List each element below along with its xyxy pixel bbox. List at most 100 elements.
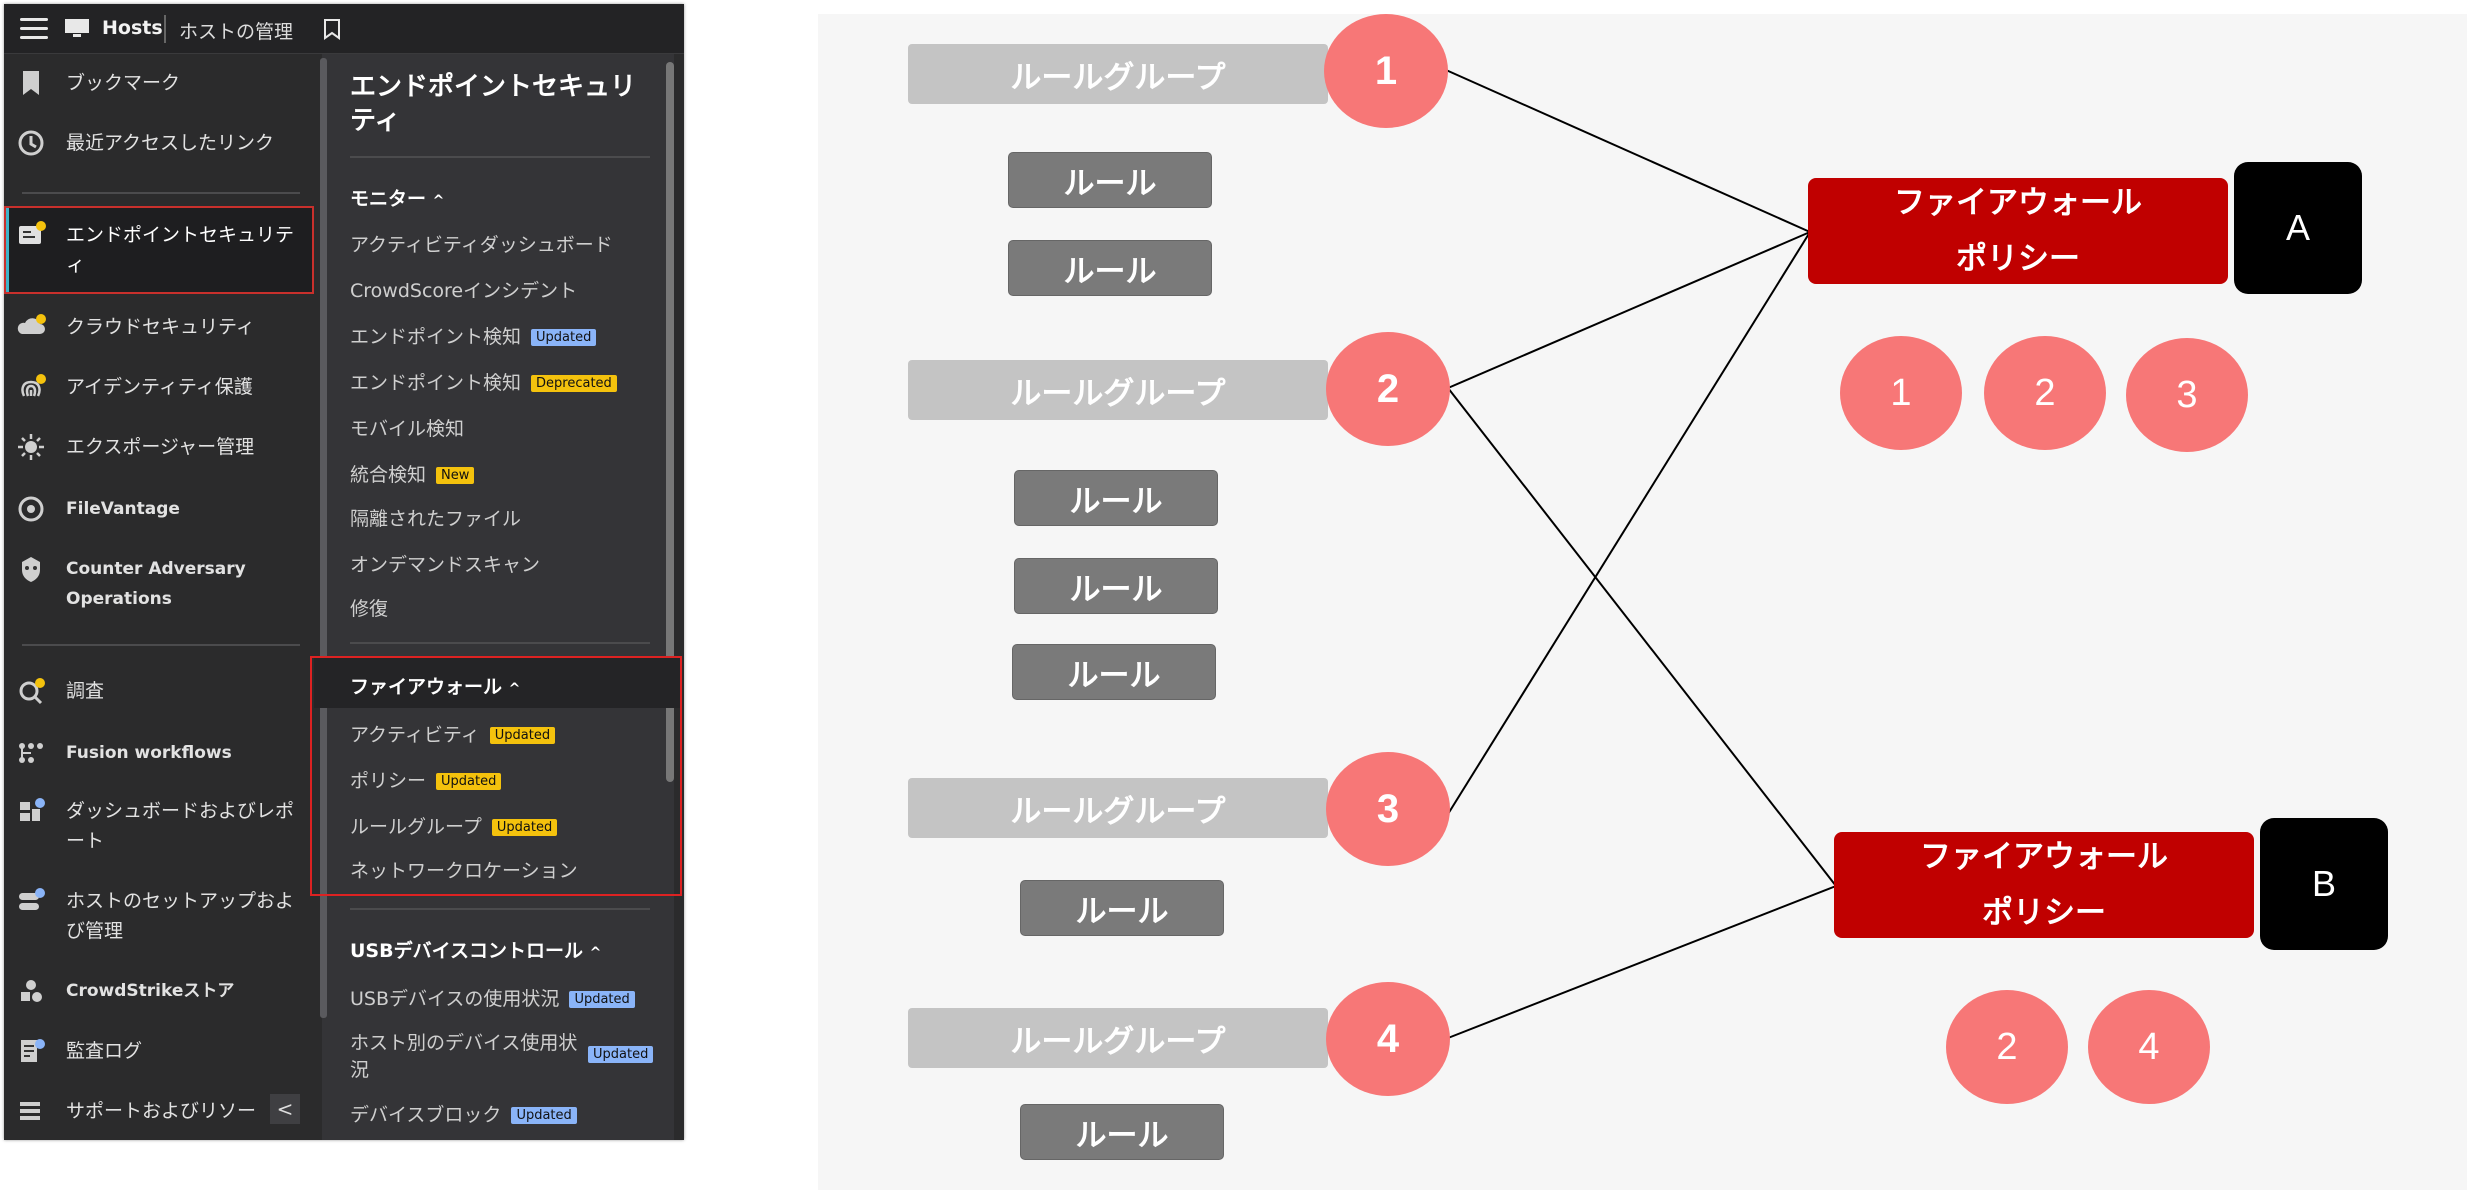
firewall-header-highlight	[314, 658, 680, 708]
nav-item-crowdstrike-store[interactable]: CrowdStrikeストア	[16, 976, 234, 1006]
search-icon	[19, 678, 45, 705]
submenu-scrollbar[interactable]	[666, 62, 674, 782]
monitor-icon	[65, 19, 89, 37]
nav-item-cloud-security[interactable]: クラウドセキュリティ	[16, 312, 255, 342]
nav-label: 最近アクセスしたリンク	[66, 132, 275, 154]
policy-line1: ファイアウォール	[1894, 185, 2142, 220]
policy-line2: ポリシー	[1956, 241, 2080, 276]
sun-icon	[18, 434, 44, 460]
firewall-header-label: ファイアウォール	[350, 676, 503, 698]
nav-label: CrowdStrikeストア	[66, 981, 235, 1001]
firewall-diagram: ルールグループ 1 ルール ルール ルールグループ 2 ルール ルール ルール …	[818, 14, 2467, 1190]
nav-item-recent-links[interactable]: 最近アクセスしたリンク	[16, 128, 274, 158]
log-icon	[21, 1039, 45, 1062]
title-separator	[164, 15, 166, 43]
menu-item-label: 修復	[350, 598, 389, 620]
updated-badge: Updated	[489, 727, 556, 744]
submenu-divider	[350, 908, 650, 910]
nav-label: FileVantage	[66, 499, 180, 519]
updated-badge: Updated	[569, 991, 635, 1008]
nav-item-investigate[interactable]: 調査	[16, 676, 104, 706]
menu-item-crowdscore[interactable]: CrowdScoreインシデント	[350, 276, 577, 303]
nav-label: サポートおよびリソー	[66, 1100, 257, 1122]
menu-item-remediation[interactable]: 修復	[350, 594, 388, 621]
toggle-icon	[19, 888, 45, 910]
nav-item-endpoint-security[interactable]: エンドポイントセキュリティ	[16, 220, 296, 280]
menu-item-activity-dashboard[interactable]: アクティビティダッシュボード	[350, 230, 613, 257]
updated-badge: Updated	[511, 1107, 577, 1124]
menu-item-firewall-activity[interactable]: アクティビティ Updated	[350, 720, 556, 747]
menu-item-on-demand-scan[interactable]: オンデマンドスキャン	[350, 550, 540, 577]
menu-item-label: ホスト別のデバイス使用状況	[350, 1032, 578, 1081]
menu-item-label: アクティビティ	[350, 724, 480, 746]
menu-item-label: デバイスブロック	[350, 1104, 502, 1126]
policy-a-group-3: 3	[2126, 338, 2248, 452]
menu-item-usage-by-host[interactable]: ホスト別のデバイス使用状況	[350, 1028, 590, 1082]
nav-label: 監査ログ	[66, 1040, 143, 1062]
menu-item-device-block[interactable]: デバイスブロック Updated	[350, 1100, 577, 1127]
usb-header[interactable]: USBデバイスコントロール ^	[350, 936, 601, 963]
nav-item-support[interactable]: サポートおよびリソー	[16, 1096, 256, 1126]
nav-label: ブックマーク	[66, 72, 181, 94]
nav-item-audit-log[interactable]: 監査ログ	[16, 1036, 142, 1066]
menu-item-label: エンドポイント検知	[350, 326, 522, 348]
nav-label: ダッシュボードおよびレポート	[66, 800, 295, 852]
nav-item-fusion-workflows[interactable]: Fusion workflows	[16, 738, 232, 768]
policy-label-b: B	[2260, 818, 2388, 950]
nav-item-dashboards[interactable]: ダッシュボードおよびレポート	[16, 796, 306, 856]
menu-item-mobile-detections[interactable]: モバイル検知	[350, 414, 464, 441]
menu-item-label: ルールグループ	[350, 816, 482, 838]
endpoint-security-icon	[19, 221, 46, 244]
dashboard-icon	[20, 798, 45, 821]
bookmark-icon[interactable]	[322, 18, 342, 40]
menu-item-quarantined-files[interactable]: 隔離されたファイル	[350, 504, 521, 531]
menu-item-label: ポリシー	[350, 770, 427, 792]
nav-item-identity-protection[interactable]: アイデンティティ保護	[16, 372, 253, 402]
monitor-header[interactable]: モニター ^	[350, 184, 444, 211]
nav-item-exposure-management[interactable]: エクスポージャー管理	[16, 432, 254, 462]
page-subtitle: ホストの管理	[179, 21, 294, 43]
collapse-nav-button[interactable]: <	[270, 1094, 300, 1124]
nav-label: エクスポージャー管理	[66, 436, 255, 458]
firewall-policy-a: ファイアウォール ポリシー	[1808, 178, 2228, 284]
nav-item-filevantage[interactable]: FileVantage	[16, 494, 180, 524]
nav-item-counter-adversary[interactable]: Counter Adversary Operations	[16, 554, 276, 614]
submenu-left-scrollbar[interactable]	[320, 58, 327, 1018]
caret-up-icon: ^	[589, 945, 602, 961]
nav-divider	[22, 644, 300, 646]
rule-group-number-4: 4	[1326, 982, 1450, 1096]
line-group2-to-policy-b	[1447, 387, 1837, 887]
chevron-left-icon: <	[276, 1097, 294, 1121]
nav-item-bookmarks[interactable]: ブックマーク	[16, 68, 180, 98]
firewall-header[interactable]: ファイアウォール ^	[350, 672, 520, 699]
firewall-policy-b: ファイアウォール ポリシー	[1834, 832, 2254, 938]
nav-label: Fusion workflows	[66, 743, 232, 763]
rule-group: ルールグループ	[908, 360, 1328, 420]
workflow-icon	[19, 743, 43, 763]
active-nav-highlight	[4, 206, 314, 294]
menu-item-network-locations[interactable]: ネットワークロケーション	[350, 856, 578, 883]
nav-divider	[22, 192, 300, 194]
policy-b-group-2: 2	[1946, 990, 2068, 1104]
app-title: Hosts	[102, 17, 163, 39]
usb-header-label: USBデバイスコントロール	[350, 940, 584, 962]
policy-label-a: A	[2234, 162, 2362, 294]
rule-group: ルールグループ	[908, 44, 1328, 104]
menu-item-label: オンデマンドスキャン	[350, 554, 541, 576]
nav-label: Counter Adversary Operations	[66, 559, 246, 609]
policy-line1: ファイアウォール	[1920, 839, 2168, 874]
cloud-icon	[17, 314, 46, 334]
hamburger-menu-icon[interactable]	[20, 18, 48, 40]
aperture-icon	[18, 496, 44, 522]
line-group3-to-policy-a	[1447, 231, 1811, 815]
caret-up-icon: ^	[508, 681, 521, 697]
menu-item-label: 隔離されたファイル	[350, 508, 522, 530]
nav-item-host-setup[interactable]: ホストのセットアップおよび管理	[16, 886, 306, 946]
connector-lines	[1445, 69, 1837, 1039]
